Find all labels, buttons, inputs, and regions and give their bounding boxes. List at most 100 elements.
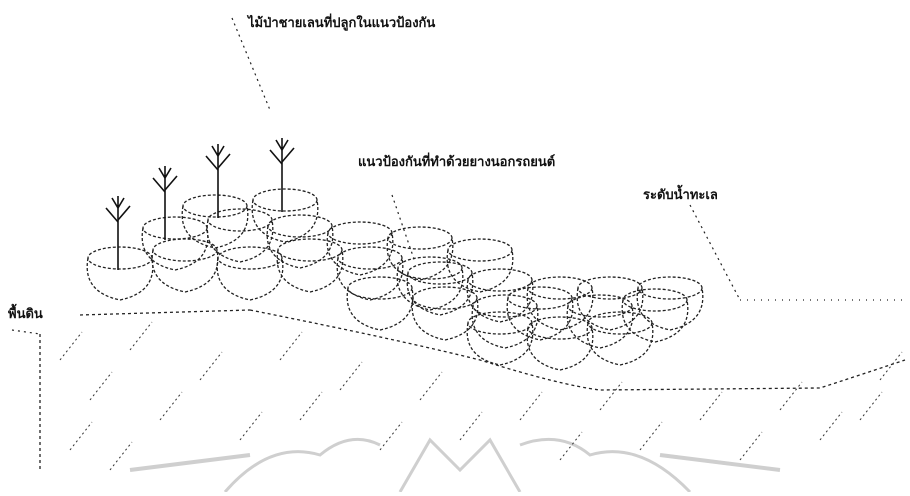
tyre-rim (527, 276, 593, 300)
hatch-mark (109, 441, 133, 471)
sapling-branches (205, 144, 231, 171)
tyre-body (251, 199, 319, 243)
tyre-rim (327, 221, 393, 245)
tyre-rim (142, 216, 208, 240)
tyre-rim (87, 246, 153, 270)
tyre-rim (447, 238, 513, 262)
tyre-body (386, 237, 454, 281)
tyre-body (526, 287, 594, 331)
tyre-rim (267, 214, 333, 238)
pointer-trees (231, 17, 271, 111)
label-sea-level: ระดับน้ำทะเล (643, 188, 718, 203)
tyre-rim (387, 226, 453, 250)
tyre-rim (587, 311, 653, 335)
label-ground: พื้นดิน (8, 307, 43, 322)
tyre-body (346, 287, 414, 331)
tyre-body (86, 257, 154, 301)
hatch-mark (239, 411, 263, 441)
hatch-mark (69, 421, 93, 451)
tyre-body (466, 322, 534, 366)
tyre-body (526, 327, 594, 371)
tyre-body (586, 322, 654, 366)
ground-profile (39, 299, 906, 470)
hatch-mark (519, 391, 543, 421)
tyre-body (326, 232, 394, 276)
hatch-mark (779, 381, 803, 411)
slope-line (249, 309, 906, 391)
label-tyre-wall: แนวป้องกันที่ทำด้วยยางนอกรถยนต์ (358, 155, 556, 170)
tyre-body (621, 299, 689, 343)
tyre-body (276, 249, 344, 293)
hatch-mark (419, 371, 443, 401)
soil-hatching (59, 321, 903, 471)
tyre-body (411, 297, 479, 341)
hatch-mark (339, 361, 363, 391)
hatch-mark (89, 371, 113, 401)
tyre-rim (412, 286, 478, 310)
hatch-mark (819, 411, 843, 441)
hatch-mark (639, 421, 663, 451)
watermark-emblem (129, 437, 781, 494)
label-mangrove-trees: ไม้ป่าชายเลนที่ปลูกในแนวป้องกัน (248, 16, 436, 31)
hatch-mark (129, 321, 153, 351)
tyre-body (266, 225, 334, 269)
tyre-rim (182, 194, 248, 218)
hatch-mark (559, 431, 583, 461)
tyre-body (636, 287, 704, 331)
tyre-body (566, 305, 634, 349)
tyre-body (506, 297, 574, 341)
ground-surface-line (79, 309, 251, 316)
tyre-body (396, 267, 464, 311)
tyre-body (446, 249, 514, 293)
tyre-rim (467, 268, 533, 292)
tyre-body (336, 257, 404, 301)
tyre-rim (217, 246, 283, 270)
tyre-body (406, 272, 474, 316)
tyre-rim (467, 311, 533, 335)
hatch-mark (879, 351, 903, 381)
tyre-body (216, 257, 284, 301)
tyre-rim (407, 261, 473, 285)
mangrove-saplings (105, 138, 295, 270)
tyre-body (576, 287, 644, 331)
tyre-rim (397, 256, 463, 280)
hatch-mark (279, 331, 303, 361)
hatch-mark (859, 391, 883, 421)
hatch-mark (199, 351, 223, 381)
tyre-rim (577, 276, 643, 300)
tyre-rim (527, 316, 593, 340)
tyre-rim (347, 276, 413, 300)
hatch-mark (599, 381, 623, 411)
tyre-rim (637, 276, 703, 300)
tyre-body (466, 279, 534, 323)
sapling-branches (269, 138, 295, 165)
tyre-rim (277, 238, 343, 262)
tyre-body (206, 219, 274, 263)
tyre-body (151, 249, 219, 293)
pointer-water (689, 204, 741, 301)
sapling-branches (152, 166, 178, 193)
hatch-mark (59, 331, 83, 361)
hatch-mark (459, 411, 483, 441)
hatch-mark (159, 391, 183, 421)
tyre-rim (472, 294, 538, 318)
sapling-branches (105, 196, 131, 223)
hatch-mark (379, 421, 403, 451)
pointer-lines (11, 17, 741, 335)
hatch-mark (699, 391, 723, 421)
tyre-rim (252, 188, 318, 212)
tyre-rim (507, 286, 573, 310)
tyre-body (181, 205, 249, 249)
hatch-mark (299, 391, 323, 421)
tyre-rim (337, 246, 403, 270)
pointer-ground (11, 329, 41, 335)
tyre-wall (86, 188, 704, 371)
tyre-rim (567, 294, 633, 318)
tyre-rim (207, 208, 273, 232)
tyre-body (471, 305, 539, 349)
tyre-rim (622, 288, 688, 312)
hatch-mark (739, 431, 763, 461)
tyre-body (141, 227, 209, 271)
